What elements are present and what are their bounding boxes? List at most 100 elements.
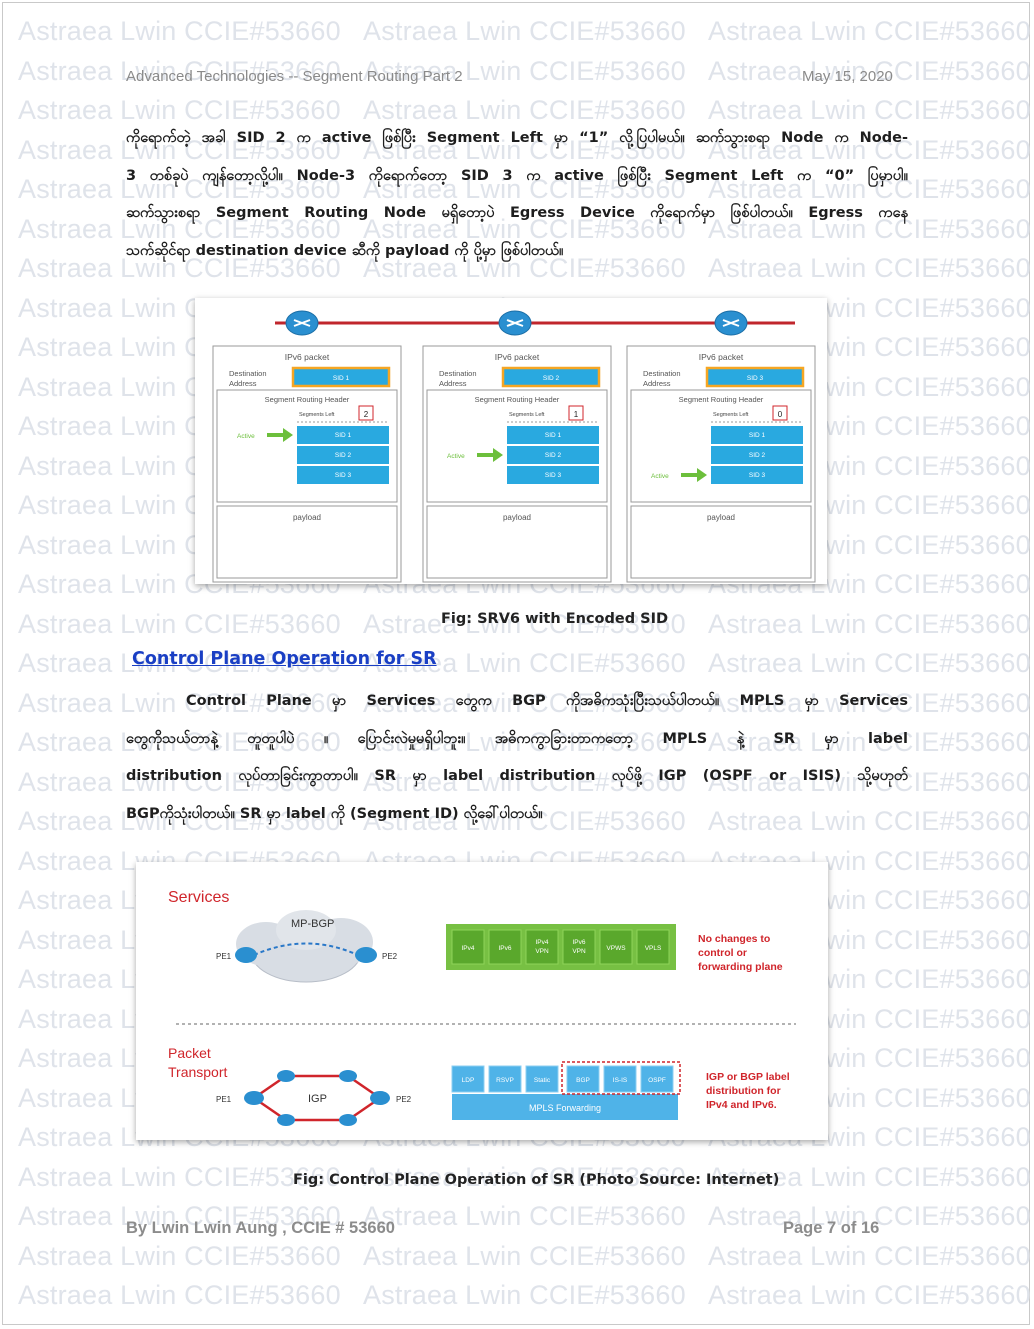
service-box — [488, 929, 522, 965]
transport-box-label: RSVP — [496, 1077, 514, 1084]
destination-label: Address — [643, 379, 671, 388]
payload-frame — [630, 505, 812, 579]
active-arrow-icon — [477, 448, 503, 462]
service-box — [562, 929, 596, 965]
payload-frame — [216, 505, 398, 579]
segments-left-label: Segments Left — [299, 412, 335, 418]
active-label: Active — [447, 453, 465, 460]
transport-box — [603, 1065, 637, 1093]
transport-box — [525, 1065, 559, 1093]
router-icon — [277, 1070, 295, 1082]
paragraph-1: ကိုရောက်တဲ့ အခါ SID 2 က active ဖြစ်ပြီး … — [126, 120, 908, 270]
sid-box — [297, 466, 389, 484]
router-icon — [355, 947, 377, 963]
destination-sid-box — [501, 366, 601, 388]
note-line: control or — [698, 947, 747, 959]
service-box-label: VPN — [535, 948, 549, 955]
pe1-label: PE1 — [216, 952, 232, 961]
sid-box — [711, 446, 803, 464]
service-box-label: IPv6 — [498, 945, 511, 952]
payload-label: payload — [707, 513, 735, 522]
srh-label: Segment Routing Header — [679, 395, 764, 404]
destination-label: Destination — [229, 369, 267, 378]
service-box — [636, 929, 670, 965]
sid-label: SID 1 — [749, 432, 766, 439]
segments-left-box — [772, 405, 788, 421]
transport-box-label: Static — [534, 1077, 551, 1084]
sid-box — [297, 446, 389, 464]
sid-label: SID 3 — [545, 472, 562, 479]
service-box-label: IPv4 — [535, 939, 548, 946]
sid-box — [507, 446, 599, 464]
paragraph-line: 3 တစ်ခုပဲ ကျန်တော့လို့ပါ။ Node-3 ကိုရောက… — [126, 167, 908, 184]
active-label: Active — [237, 433, 255, 440]
router-icon — [285, 310, 319, 336]
router-icon — [714, 310, 748, 336]
segments-left-value: 0 — [778, 410, 783, 419]
transport-box — [566, 1065, 600, 1093]
srh-label: Segment Routing Header — [265, 395, 350, 404]
note-line: distribution for — [706, 1085, 781, 1097]
sid-label: SID 2 — [749, 452, 766, 459]
sid-label: SID 1 — [335, 432, 352, 439]
packet-title: IPv6 packet — [699, 352, 744, 362]
pe2-label: PE2 — [396, 1095, 412, 1104]
paragraph-line: BGPကိုသုံးပါတယ်။ SR မှာ label ကို (Segme… — [126, 805, 543, 822]
segments-left-label: Segments Left — [713, 412, 749, 418]
payload-frame — [426, 505, 608, 579]
mpls-forwarding-label: MPLS Forwarding — [529, 1103, 601, 1113]
mpls-forwarding-bar — [452, 1094, 678, 1120]
service-box-label: VPLS — [645, 945, 662, 952]
service-box — [525, 929, 559, 965]
paragraph-line: ကိုရောက်တဲ့ အခါ SID 2 က active ဖြစ်ပြီး … — [126, 130, 908, 146]
paragraph-line: တွေကိုသယ်တာနဲ့ တူတူပါပဲ ။ ပြောင်းလဲမှုမရ… — [126, 730, 908, 747]
destination-sid-box — [291, 366, 391, 388]
sid-box — [507, 466, 599, 484]
note-line: forwarding plane — [698, 961, 783, 973]
segments-left-box — [358, 405, 374, 421]
router-icon — [370, 1091, 390, 1105]
packet-title: IPv6 packet — [495, 352, 540, 362]
sid-label: SID 1 — [545, 432, 562, 439]
router-icon — [339, 1114, 357, 1126]
transport-box-label: OSPF — [648, 1077, 666, 1084]
router-icon — [277, 1114, 295, 1126]
destination-label: Destination — [439, 369, 477, 378]
active-label: Active — [651, 473, 669, 480]
sid-label: SID 3 — [749, 472, 766, 479]
service-box-label: IPv6 — [572, 939, 585, 946]
router-icon — [235, 947, 257, 963]
transport-box-label: BGP — [576, 1077, 590, 1084]
destination-label: Address — [229, 379, 257, 388]
header-date: May 15, 2020 — [802, 68, 893, 85]
transport-box-label: IS-IS — [613, 1077, 628, 1084]
section-heading-link[interactable]: Control Plane Operation for SR — [132, 649, 437, 669]
pe1-label: PE1 — [216, 1095, 232, 1104]
transport-box — [451, 1065, 485, 1093]
figure-2-caption: Fig: Control Plane Operation of SR (Phot… — [293, 1172, 780, 1188]
figure-1-caption: Fig: SRV6 with Encoded SID — [441, 611, 669, 627]
destination-sid: SID 1 — [333, 375, 350, 382]
payload-label: payload — [293, 513, 321, 522]
destination-sid-box — [705, 366, 805, 388]
active-arrow-icon — [681, 468, 707, 482]
service-box — [451, 929, 485, 965]
destination-label: Destination — [643, 369, 681, 378]
sid-box — [711, 466, 803, 484]
destination-label: Address — [439, 379, 467, 388]
sid-box — [711, 426, 803, 444]
paragraph-line: distribution လုပ်တာခြင်းကွာတာပါ။ SR မှာ … — [126, 768, 908, 784]
header-title: Advanced Technologies -- Segment Routing… — [126, 68, 463, 85]
service-box-label: VPN — [572, 948, 586, 955]
packet-transport-label: Transport — [168, 1064, 228, 1080]
destination-sid: SID 2 — [543, 375, 560, 382]
sid-label: SID 2 — [335, 452, 352, 459]
